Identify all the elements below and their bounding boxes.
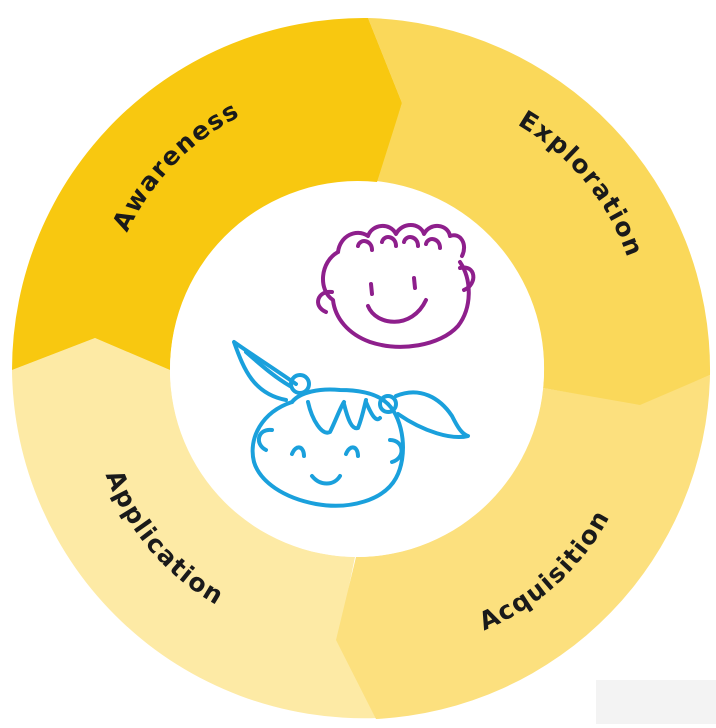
center-circle [170,183,544,557]
segment-exploration [368,18,711,405]
segment-application [12,338,378,719]
segment-acquisition [336,375,710,719]
corner-shade [596,680,716,724]
segment-awareness [11,17,402,371]
girl-face-icon [232,340,470,508]
boy-face-icon [316,223,476,349]
